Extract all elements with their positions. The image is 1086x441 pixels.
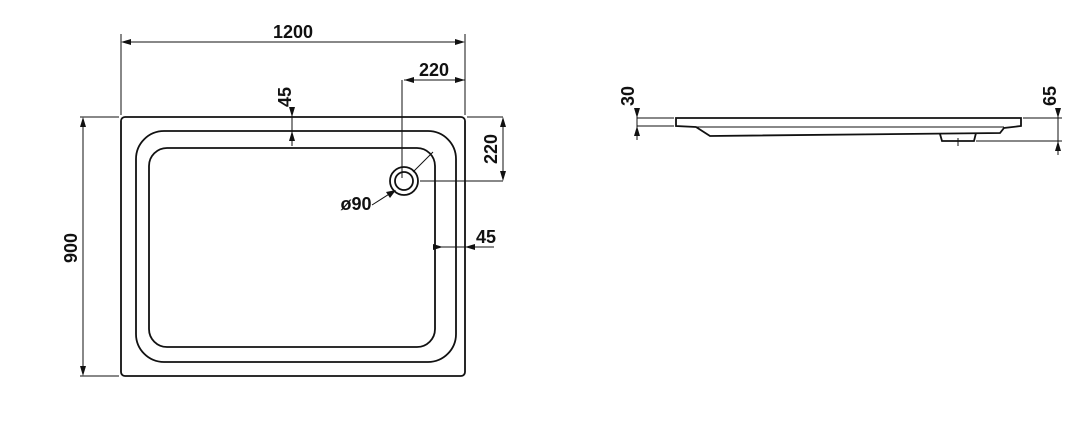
depth-arrow-top [80,117,86,127]
drain-y-label: 220 [481,134,501,164]
rim-side-arrow-right [465,244,475,250]
drain-x-label: 220 [419,60,449,80]
drain-x-arrow-right [455,77,465,83]
total-height-arrow-bottom [1055,141,1061,151]
drain-y-arrow-bottom [500,171,506,181]
rim-height-arrow-bottom [634,126,640,136]
drain-x-arrow-left [404,77,414,83]
total-height-label: 65 [1040,86,1060,106]
drain-diameter-label: ø90 [340,194,371,214]
drain-outer [389,166,419,196]
drain-y-arrow-top [500,117,506,127]
tray-rim-outline [135,130,457,363]
drain-inner [394,171,414,191]
tray-outer-outline [120,116,466,377]
tray-basin-outline [148,147,436,348]
drain-diameter-arrow [386,190,396,198]
width-label: 1200 [273,22,313,42]
rim-side-label: 45 [476,227,496,247]
width-arrow-right [455,39,465,45]
rim-side-arrow-left [433,244,443,250]
depth-label: 900 [61,233,81,263]
rim-top-arrow-bottom [289,131,295,141]
side-view: 30 65 [618,86,1062,155]
rim-height-arrow-top [634,108,640,118]
width-arrow-left [121,39,131,45]
rim-top-label: 45 [275,87,295,107]
drain-diag-line [412,151,434,173]
depth-arrow-bottom [80,366,86,376]
total-height-arrow-top [1055,108,1061,118]
rim-top-arrow-top [289,107,295,117]
plan-view: 1200 220 220 45 45 900 ø90 [61,22,506,377]
rim-height-label: 30 [618,86,638,106]
tray-profile [675,117,1022,137]
